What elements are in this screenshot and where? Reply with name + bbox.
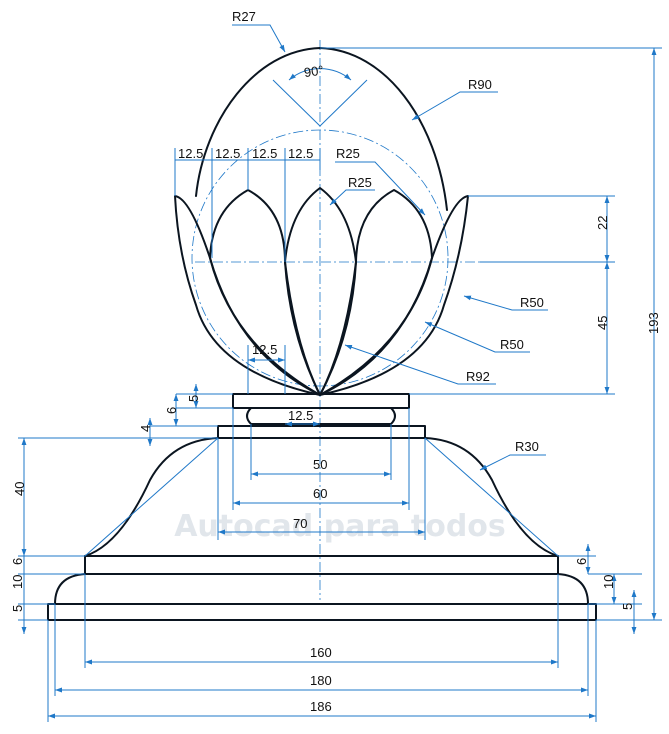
petal-center — [284, 187, 357, 396]
label-180: 180 — [310, 673, 332, 688]
label-5-left: 5 — [10, 605, 25, 612]
label-r25-lower: R25 — [348, 175, 372, 190]
label-r30: R30 — [515, 439, 539, 454]
center-lines — [191, 40, 480, 600]
watermark: Autocad para todos — [174, 509, 506, 544]
neck-cap — [232, 393, 410, 409]
label-r50-upper: R50 — [520, 295, 544, 310]
neck-waist — [246, 407, 396, 425]
label-r25-upper: R25 — [336, 146, 360, 161]
label-193: 193 — [646, 312, 661, 334]
label-spacing-1: 12.5 — [178, 146, 203, 161]
dimension-lines — [18, 24, 662, 722]
label-spacing-4: 12.5 — [288, 146, 313, 161]
label-6-neck: 6 — [164, 407, 179, 414]
label-4-neck: 4 — [138, 425, 153, 432]
petal-right — [319, 189, 433, 396]
label-50: 50 — [313, 457, 327, 472]
label-22: 22 — [595, 216, 610, 230]
label-160: 160 — [310, 645, 332, 660]
label-spacing-3: 12.5 — [252, 146, 277, 161]
label-45: 45 — [595, 316, 610, 330]
outer-petal-right — [319, 195, 469, 396]
label-70: 70 — [293, 516, 307, 531]
base-slab-bottom — [47, 603, 597, 621]
label-186: 186 — [310, 699, 332, 714]
label-60: 60 — [313, 486, 327, 501]
label-r27: R27 — [232, 9, 256, 24]
petal-left — [209, 189, 321, 396]
label-r90: R90 — [468, 77, 492, 92]
label-12-5-petal: 12.5 — [252, 342, 277, 357]
base-torus — [54, 573, 589, 605]
finial-outline — [47, 47, 597, 621]
label-5-neck: 5 — [186, 395, 201, 402]
label-10-left: 10 — [10, 575, 25, 589]
label-12-5-neck: 12.5 — [288, 408, 313, 423]
label-r92: R92 — [466, 369, 490, 384]
base-slab-top — [84, 555, 559, 575]
label-spacing-2: 12.5 — [215, 146, 240, 161]
dimension-labels: R27 90° R90 12.5 12.5 12.5 12.5 R25 R25 … — [10, 9, 661, 714]
neck-plinth — [217, 425, 426, 439]
label-6-left: 6 — [10, 558, 25, 565]
label-angle-90: 90° — [303, 62, 325, 80]
label-10-right: 10 — [601, 575, 616, 589]
label-6-right: 6 — [574, 558, 589, 565]
label-r50-lower: R50 — [500, 337, 524, 352]
label-5-right: 5 — [620, 603, 635, 610]
label-40: 40 — [12, 482, 27, 496]
